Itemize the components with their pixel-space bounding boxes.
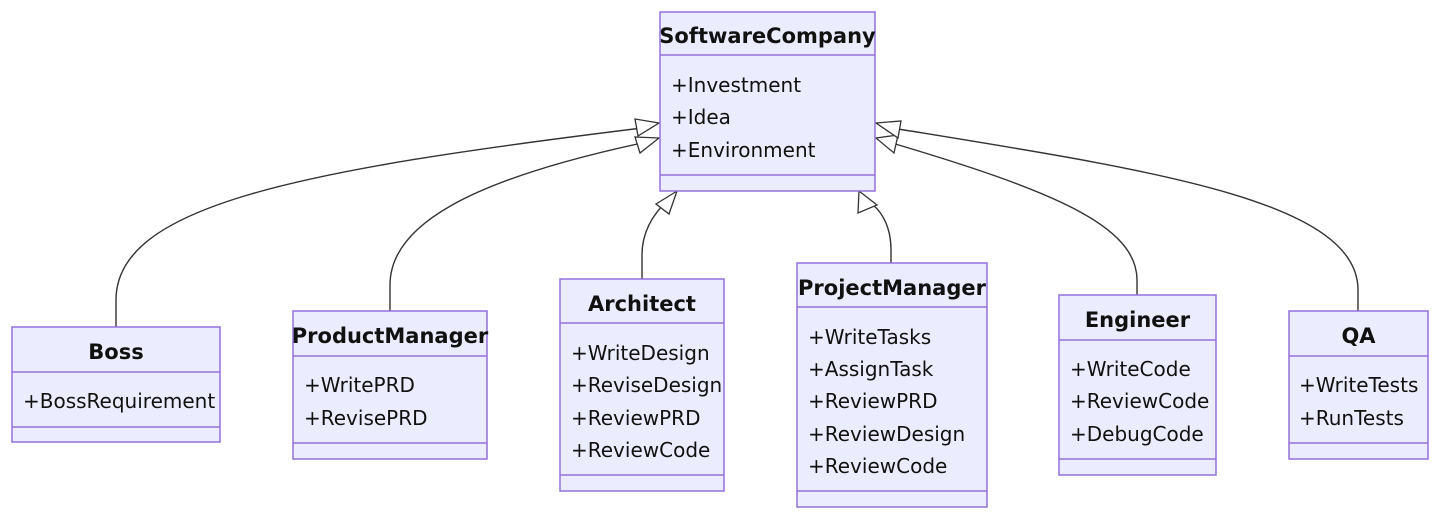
edge-engineer-to-softwarecompany — [891, 142, 1138, 295]
class-title: QA — [1341, 324, 1376, 348]
class-softwarecompany[interactable]: SoftwareCompany +Investment +Idea +Envir… — [659, 11, 876, 192]
arrowhead-boss — [634, 118, 661, 138]
class-engineer[interactable]: Engineer +WriteCode +ReviewCode +DebugCo… — [1058, 294, 1217, 476]
class-member: +ReviewDesign — [808, 422, 965, 446]
edge-qa-to-softwarecompany — [891, 127, 1359, 311]
edge-projectmanager-to-softwarecompany — [872, 204, 892, 263]
arrowhead-projectmanager — [857, 189, 879, 214]
class-boss[interactable]: Boss +BossRequirement — [11, 326, 221, 443]
arrowhead-productmanager — [634, 136, 661, 155]
class-member: +ReviewPRD — [808, 389, 937, 413]
class-member: +ReviewCode — [1070, 389, 1209, 413]
class-architect[interactable]: Architect +WriteDesign +ReviseDesign +Re… — [559, 278, 725, 492]
arrowheads — [634, 118, 902, 216]
class-member: +Environment — [671, 138, 816, 162]
class-title: ProjectManager — [798, 276, 987, 300]
class-title: Engineer — [1085, 308, 1191, 332]
arrowhead-engineer — [874, 134, 899, 155]
class-title: ProductManager — [292, 324, 489, 348]
class-title: Boss — [88, 340, 143, 364]
arrowhead-qa — [874, 120, 902, 140]
class-member: +WriteTests — [1299, 373, 1418, 397]
class-qa[interactable]: QA +WriteTests +RunTests — [1288, 310, 1429, 460]
edge-boss-to-softwarecompany — [115, 127, 643, 327]
class-member: +ReviewCode — [808, 454, 947, 478]
class-title: Architect — [588, 292, 696, 316]
class-member: +ReviewCode — [571, 438, 710, 462]
arrowhead-architect — [654, 189, 679, 216]
class-member: +Idea — [671, 105, 731, 129]
edge-productmanager-to-softwarecompany — [389, 142, 643, 311]
edges — [115, 127, 1359, 327]
class-member: +RevisePRD — [304, 406, 428, 430]
class-member: +AssignTask — [808, 357, 934, 381]
class-member: +ReviseDesign — [571, 373, 722, 397]
class-member: +WriteDesign — [571, 341, 710, 365]
class-member: +ReviewPRD — [571, 406, 700, 430]
class-member: +WritePRD — [304, 373, 415, 397]
class-member: +WriteCode — [1070, 357, 1191, 381]
class-productmanager[interactable]: ProductManager +WritePRD +RevisePRD — [292, 310, 489, 460]
class-member: +BossRequirement — [23, 389, 215, 413]
class-member: +WriteTasks — [808, 325, 931, 349]
class-title: SoftwareCompany — [659, 24, 876, 48]
class-member: +Investment — [671, 73, 801, 97]
class-member: +DebugCode — [1070, 422, 1204, 446]
class-member: +RunTests — [1299, 406, 1404, 430]
class-projectmanager[interactable]: ProjectManager +WriteTasks +AssignTask +… — [796, 262, 988, 508]
edge-architect-to-softwarecompany — [641, 199, 669, 279]
